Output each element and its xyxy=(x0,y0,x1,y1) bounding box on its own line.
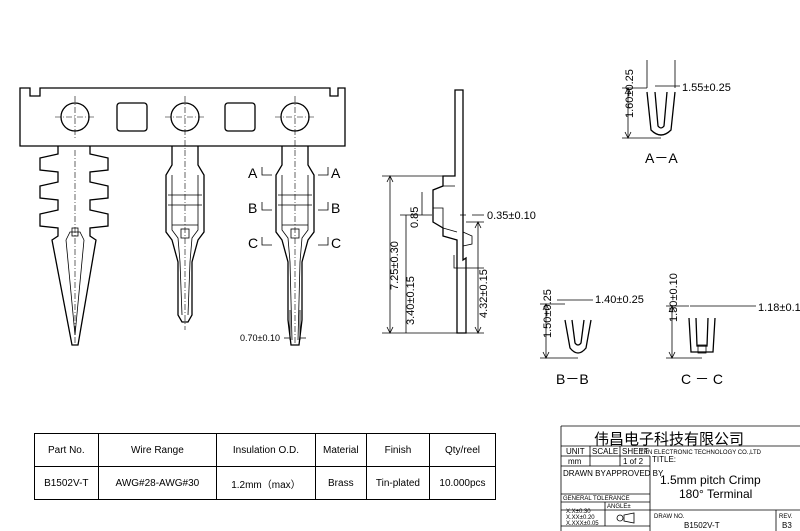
scale-label: SCALE xyxy=(592,447,618,456)
unit-label: UNIT xyxy=(566,447,585,456)
section-marker-b-right: B xyxy=(331,200,340,216)
spec-header: Finish xyxy=(365,433,430,467)
cc-label: C － C xyxy=(681,371,723,387)
spec-cell: Tin-plated xyxy=(365,466,430,500)
spec-cell: B1502V-T xyxy=(34,466,99,500)
section-marker-c-left: C xyxy=(248,235,258,251)
sheet-label: SHEET xyxy=(622,447,649,456)
dim-lower-height: 3.40±0.15 xyxy=(405,276,417,325)
side-profile xyxy=(432,89,467,334)
spec-cell: 10.000pcs xyxy=(428,466,497,500)
plan-view: A A B B C C 0.70±0.10 xyxy=(19,87,346,346)
aa-height-dim: 1.60±0.25 xyxy=(624,69,636,118)
general-tolerance-label: GENERAL TOLERANCE xyxy=(563,496,630,502)
unit-value: mm xyxy=(568,457,582,466)
spec-data-row: B1502V-T AWG#28-AWG#30 1.2mm（max） Brass … xyxy=(34,466,497,500)
dim-right-height: 4.32±0.15 xyxy=(478,269,490,318)
bb-label: B－B xyxy=(556,371,589,387)
cc-height-dim: 1.50±0.10 xyxy=(668,273,680,322)
carrier-strip xyxy=(19,87,346,147)
dim-overall-height: 7.25±0.30 xyxy=(389,241,401,290)
company-name-cn: 伟昌电子科技有限公司 xyxy=(594,430,744,448)
spec-table: Part No. Wire Range Insulation O.D. Mate… xyxy=(34,433,497,500)
title-block: 伟昌电子科技有限公司 TRN ELECTRONIC TECHNOLOGY CO.… xyxy=(560,425,800,531)
tolerance-3: X.XXX±0.05 xyxy=(566,521,599,527)
section-marker-c-right: C xyxy=(331,235,341,251)
sheet-value: 1 of 2 xyxy=(623,457,644,466)
spec-header: Wire Range xyxy=(97,433,218,467)
draw-no-label: DRAW NO. xyxy=(654,514,685,520)
section-marker-a-right: A xyxy=(331,165,341,181)
spec-cell: 1.2mm（max） xyxy=(216,466,316,500)
strip-slot xyxy=(116,102,148,132)
title-line-2: 180° Terminal xyxy=(679,487,752,501)
side-view: 7.25±0.30 3.40±0.15 0.85 0.35±0.10 4.32±… xyxy=(382,89,536,334)
draw-no-value: B1502V-T xyxy=(684,521,720,530)
bb-height-dim: 1.50±0.25 xyxy=(542,289,554,338)
section-cc: 1.50±0.10 1.18±0.10 C － C xyxy=(666,273,800,387)
dim-mid-height: 0.85 xyxy=(409,207,421,228)
title-label: TITLE: xyxy=(652,455,676,464)
section-marker-a-left: A xyxy=(248,165,258,181)
dim-tip-width: 0.70±0.10 xyxy=(240,333,280,343)
spec-cell: AWG#28-AWG#30 xyxy=(97,466,218,500)
spec-header-row: Part No. Wire Range Insulation O.D. Mate… xyxy=(34,433,497,467)
section-aa: 1.60±0.25 1.55±0.25 A－A xyxy=(622,60,731,166)
drawn-by-label: DRAWN BY xyxy=(563,469,606,478)
spec-header: Qty/reel xyxy=(428,433,497,467)
terminal-right xyxy=(275,146,315,346)
bb-width-dim: 1.40±0.25 xyxy=(595,294,644,306)
spec-header: Part No. xyxy=(34,433,99,467)
spec-header: Material xyxy=(314,433,367,467)
strip-slot xyxy=(224,102,256,132)
stripped-tab xyxy=(39,146,109,346)
section-marker-b-left: B xyxy=(248,200,257,216)
angle-tolerance-label: ANGLE± xyxy=(607,504,631,510)
approved-by-label: APPROVED BY xyxy=(606,469,664,478)
tolerance-2: X.XX±0.20 xyxy=(566,515,595,521)
aa-width-dim: 1.55±0.25 xyxy=(682,82,731,94)
terminal-middle xyxy=(165,146,205,323)
rev-value: B3 xyxy=(782,521,792,530)
section-bb: 1.50±0.25 1.40±0.25 B－B xyxy=(540,289,644,387)
aa-label: A－A xyxy=(645,150,678,166)
spec-header: Insulation O.D. xyxy=(216,433,316,467)
rev-label: REV. xyxy=(779,514,793,520)
tolerance-1: X.X±0.30 xyxy=(566,509,591,515)
cc-width-dim: 1.18±0.10 xyxy=(758,302,800,314)
company-name-en: TRN ELECTRONIC TECHNOLOGY CO.,LTD xyxy=(640,450,762,456)
dim-thickness: 0.35±0.10 xyxy=(487,210,536,222)
spec-cell: Brass xyxy=(314,466,367,500)
title-line-1: 1.5mm pitch Crimp xyxy=(660,473,761,487)
projection-symbol-icon xyxy=(616,512,635,524)
